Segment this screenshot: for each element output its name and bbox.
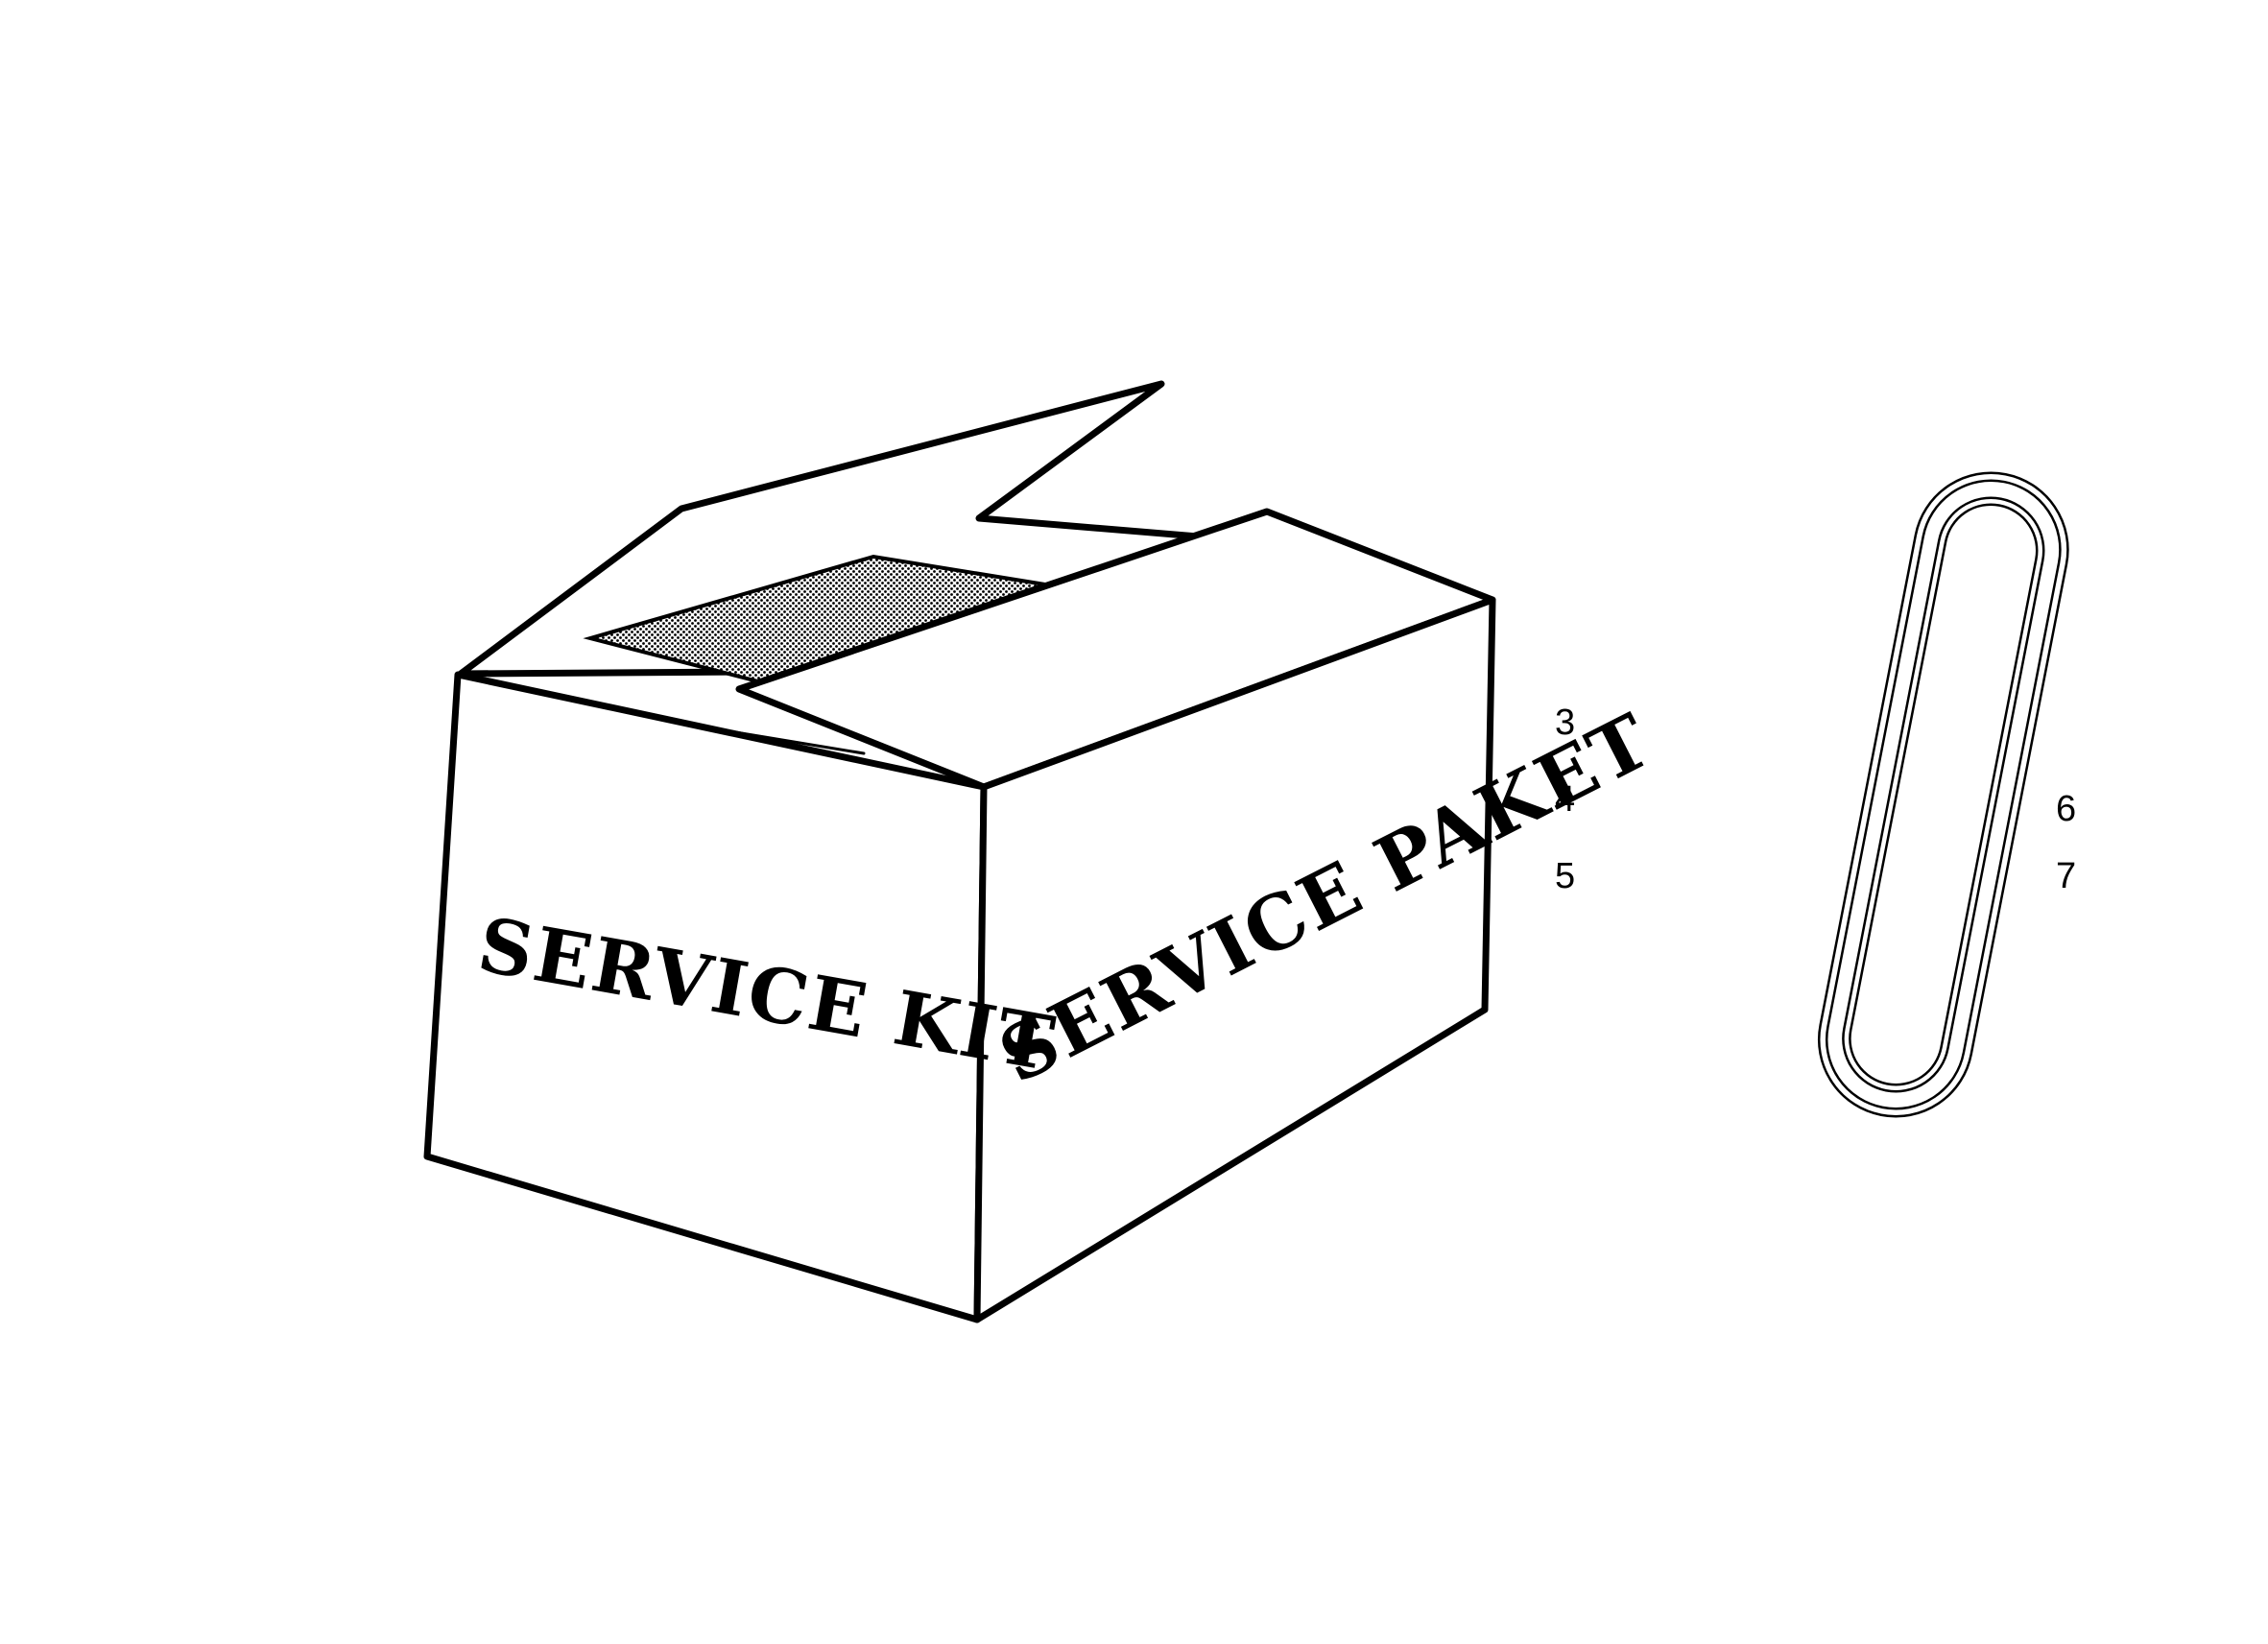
belt-inner-groove <box>1849 503 2039 1086</box>
callout-6: 6 <box>2056 789 2076 829</box>
box-crease <box>660 716 679 723</box>
v-belt <box>1817 471 2069 1118</box>
service-kit-box: SERVICE KIT SERVICE PAKET <box>423 380 1665 1323</box>
belt-mid-edge <box>1825 479 2062 1110</box>
belt-inner-edge <box>1842 496 2045 1093</box>
callout-5: 5 <box>1555 856 1575 896</box>
callout-3: 3 <box>1555 703 1575 743</box>
box-side-face <box>973 596 1496 1323</box>
box-crease <box>681 722 866 755</box>
belt-outer-edge <box>1817 471 2069 1118</box>
callout-7: 7 <box>2056 856 2076 896</box>
callout-4: 4 <box>1555 779 1575 820</box>
